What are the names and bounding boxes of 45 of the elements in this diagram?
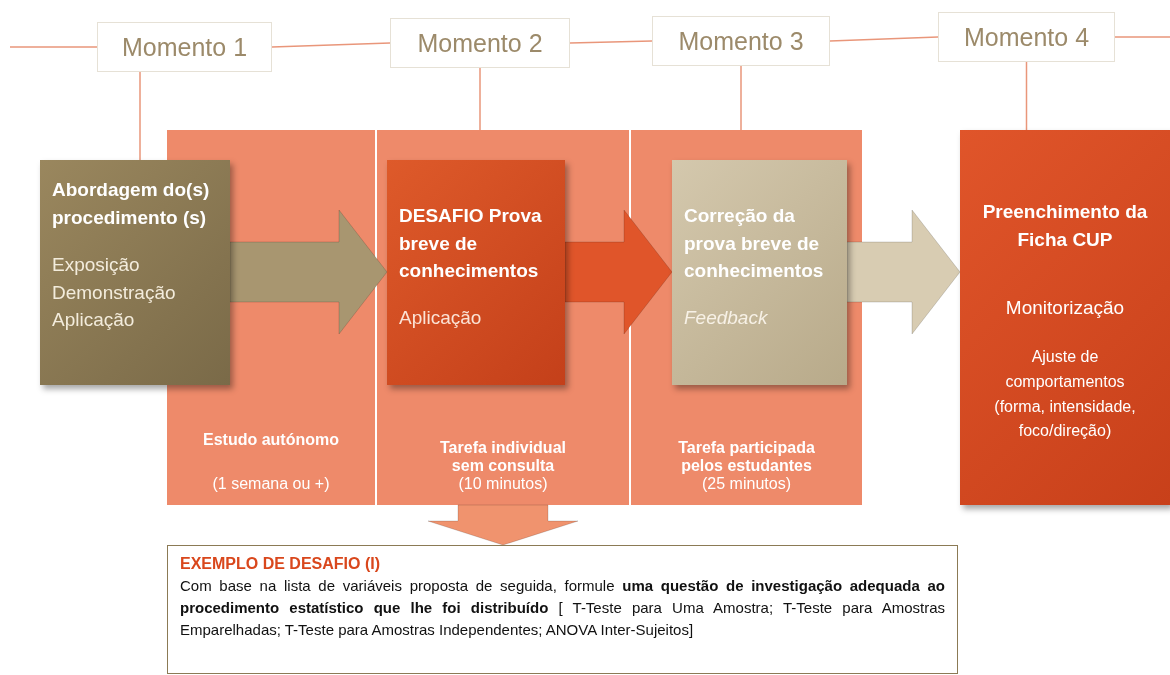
stage-note: Ajuste de comportamentos (forma, intensidade, foco/direção) (993, 347, 1137, 442)
connector-line (271, 42, 391, 48)
moment-label: Momento 3 (678, 26, 804, 56)
stage-title: DESAFIO Prova breve de conhecimentos (399, 204, 543, 284)
moment-label: Momento 4 (963, 22, 1090, 52)
stage-panel (377, 130, 629, 505)
connector-line (479, 67, 481, 131)
stage-box (672, 160, 847, 385)
moment-label-box (938, 12, 1115, 62)
moment-label: Momento 1 (121, 32, 248, 62)
stage-activity: Aplicação (399, 306, 483, 329)
stage-title: Abordagem do(s) procedimento (s) (52, 178, 211, 230)
stage-activities: Exposição Demonstração Aplicação (52, 253, 177, 333)
connector-line (139, 71, 141, 161)
stage-box (960, 130, 1170, 505)
example-paragraph: Com base na lista de variáveis proposta de seguida, formule uma questão de investigação adequada ao procedimento estatístico que lhe foi distribuído [ T-Teste para Uma Amostra; T-Teste para Amostras Emparelhadas; T-Teste para Amostras Independentes; ANOVA Inter-Sujeitos] (180, 576, 945, 640)
connector-line (1025, 61, 1028, 131)
task-label: Estudo autónomo (203, 431, 339, 449)
duration-label: (10 minutos) (458, 475, 548, 493)
moment-label-box (652, 16, 830, 66)
moment-label-box (390, 18, 570, 68)
stage-panel (631, 130, 862, 505)
connector-line (1114, 36, 1170, 38)
block-arrow (229, 209, 388, 335)
stage-activity: Feedback (684, 306, 769, 329)
block-arrow (564, 209, 673, 335)
moment-label-box (97, 22, 272, 72)
duration-label: (1 semana ou +) (212, 475, 330, 493)
connector-line (829, 36, 939, 42)
block-arrow (846, 209, 961, 335)
task-label: Tarefa participada pelos estudantes (677, 439, 816, 475)
example-heading: EXEMPLO DE DESAFIO (I) (180, 554, 381, 574)
stage-title: Preenchimento da Ficha CUP (981, 200, 1149, 252)
connector-line (9, 46, 98, 48)
example-text-box (167, 545, 958, 674)
connector-line (569, 40, 653, 44)
block-arrow (427, 504, 579, 546)
stage-title: Correção da prova breve de conhecimentos (684, 204, 825, 284)
stage-box (40, 160, 230, 385)
task-label: Tarefa individual sem consulta (439, 439, 567, 475)
connector-line (740, 65, 742, 131)
duration-label: (25 minutos) (702, 475, 791, 493)
moment-label: Momento 2 (417, 28, 543, 58)
stage-activity: Monitorização (1004, 297, 1126, 320)
stage-box (387, 160, 565, 385)
